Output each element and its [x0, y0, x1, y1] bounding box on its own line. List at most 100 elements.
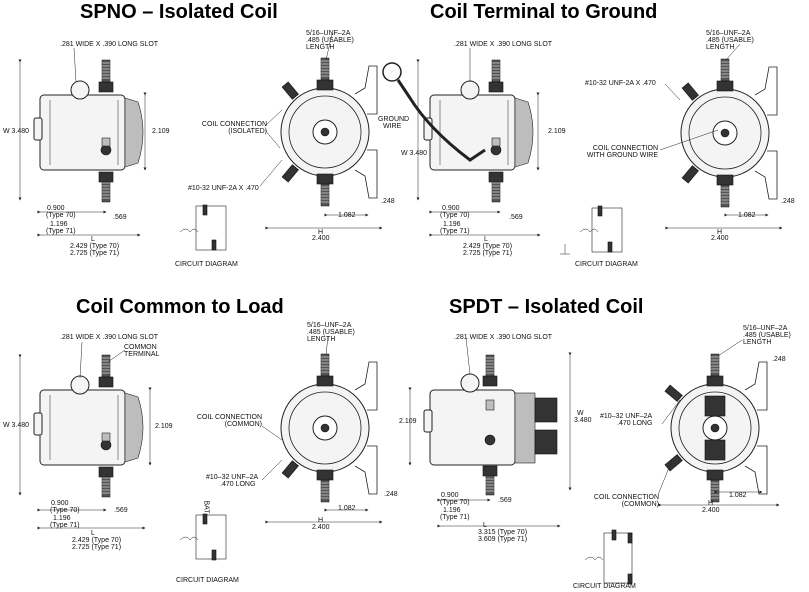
spno-side-view: [34, 60, 143, 202]
common-slot-label: .281 WIDE X .390 LONG SLOT: [60, 334, 159, 341]
spno-type71a-label: (Type 71): [46, 228, 76, 235]
common-l71-label: 2.725 (Type 71): [72, 544, 122, 551]
ground-d0900-label: 0.900: [442, 205, 460, 212]
spdt-screw2-label: .470 LONG: [617, 420, 653, 427]
ground-h2109-label: 2.109: [548, 128, 566, 135]
common-dimensions: [18, 335, 383, 561]
spdt-d1082-label: 1.082: [729, 492, 747, 499]
spno-coil2-label: (ISOLATED): [228, 128, 267, 135]
spdt-dimensions: [408, 337, 780, 585]
spdt-d569-label: .569: [498, 497, 512, 504]
common-front-view: [281, 354, 377, 502]
spdt-d0900-label: 0.900: [441, 492, 459, 499]
spdt-w3480-label: 3.480: [574, 417, 592, 424]
spno-screw-label: #10-32 UNF-2A X .470: [188, 185, 259, 192]
spdt-L-label: L: [483, 522, 487, 529]
common-thread-label: 5/16–UNF–2A: [307, 322, 352, 329]
spno-circuit-label: CIRCUIT DIAGRAM: [175, 261, 238, 268]
spdt-usable1-label: .485 (USABLE): [743, 332, 791, 339]
spdt-coil1-label: COIL CONNECTION: [593, 494, 659, 501]
ground-slot-label: .281 WIDE X .390 LONG SLOT: [454, 41, 553, 48]
spdt-d1196-label: 1.196: [443, 507, 461, 514]
ground-h2400-label: 2.400: [711, 235, 729, 242]
spdt-side-view: [423, 354, 558, 496]
spno-d1196-label: 1.196: [50, 221, 68, 228]
ground-usable1-label: .485 (USABLE): [706, 37, 754, 44]
common-L-label: L: [91, 530, 95, 537]
spno-dimensions: [18, 33, 383, 251]
spno-front-view: [281, 58, 377, 206]
spno-w-label: W 3.480: [3, 128, 30, 135]
common-side-view: [34, 355, 143, 497]
spno-h2109-label: 2.109: [152, 128, 170, 135]
spno-H-label: H: [318, 229, 324, 236]
common-bat-label: BAT: [202, 500, 210, 514]
spno-h2400-label: 2.400: [312, 235, 330, 242]
ground-circuit-label: CIRCUIT DIAGRAM: [575, 261, 638, 268]
spno-d248-label: .248: [381, 198, 395, 205]
common-type70a-label: (Type 70): [50, 507, 80, 514]
common-h2400-label: 2.400: [312, 524, 330, 531]
spdt-title: SPDT – Isolated Coil: [449, 296, 644, 318]
common-circuit-label: CIRCUIT DIAGRAM: [176, 577, 239, 584]
common-w-label: W 3.480: [3, 422, 30, 429]
common-coil2-label: (COMMON): [224, 421, 262, 428]
spdt-front-view: [664, 354, 767, 502]
common-screw2-label: .470 LONG: [220, 481, 256, 488]
ground-type71a-label: (Type 71): [440, 228, 470, 235]
ground-d569-label: .569: [509, 214, 523, 221]
spdt-thread-label: 5/16–UNF–2A: [743, 325, 788, 332]
common-type71a-label: (Type 71): [50, 522, 80, 529]
common-H-label: H: [318, 517, 324, 524]
ground-wire: [382, 62, 486, 162]
common-screw1-label: #10–32 UNF–2A: [206, 474, 259, 481]
ground-side-view: [424, 60, 533, 202]
common-d569-label: .569: [114, 507, 128, 514]
spdt-l71-label: 3.609 (Type 71): [478, 536, 528, 543]
common-ct1-label: COMMON: [124, 344, 157, 351]
common-d248-label: .248: [384, 491, 398, 498]
common-coil1-label: COIL CONNECTION: [196, 414, 262, 421]
ground-w-label: W 3.480: [401, 150, 428, 157]
ground-gw2-label: WIRE: [383, 123, 402, 130]
spdt-l70-label: 3.315 (Type 70): [478, 529, 528, 536]
spno-thread-label: 5/16–UNF–2A: [306, 30, 351, 37]
common-d1196-label: 1.196: [53, 515, 71, 522]
spno-l70-label: 2.429 (Type 70): [70, 243, 120, 250]
common-usable2-label: LENGTH: [307, 336, 336, 343]
ground-d248-label: .248: [781, 198, 795, 205]
ground-l70-label: 2.429 (Type 70): [463, 243, 513, 250]
spno-L-label: L: [91, 236, 95, 243]
spno-usable2-label: LENGTH: [306, 44, 335, 51]
spno-title: SPNO – Isolated Coil: [80, 1, 278, 23]
spdt-H-label: H: [708, 500, 714, 507]
spdt-usable2-label: LENGTH: [743, 339, 772, 346]
spdt-d248-label: .248: [772, 356, 786, 363]
spdt-circuit-label: CIRCUIT DIAGRAM: [573, 583, 636, 590]
common-title: Coil Common to Load: [76, 296, 284, 318]
ground-d1196-label: 1.196: [443, 221, 461, 228]
common-h2109-label: 2.109: [155, 423, 173, 430]
spno-l71-label: 2.725 (Type 71): [70, 250, 120, 257]
spno-d569-label: .569: [113, 214, 127, 221]
ground-H-label: H: [717, 229, 723, 236]
common-l70-label: 2.429 (Type 70): [72, 537, 122, 544]
spno-usable1-label: .485 (USABLE): [306, 37, 354, 44]
common-usable1-label: .485 (USABLE): [307, 329, 355, 336]
spdt-screw1-label: #10–32 UNF–2A: [600, 413, 653, 420]
ground-d1082-label: 1.082: [738, 212, 756, 219]
spno-type70a-label: (Type 70): [46, 212, 76, 219]
spdt-h2109-label: 2.109: [399, 418, 417, 425]
ground-coil1-label: COIL CONNECTION: [592, 145, 658, 152]
ground-front-view: [681, 59, 777, 207]
spdt-coil2-label: (COMMON): [621, 501, 659, 508]
ground-dimensions: [416, 43, 783, 255]
spdt-h2400-label: 2.400: [702, 507, 720, 514]
ground-coil2-label: WITH GROUND WIRE: [586, 152, 658, 159]
ground-title: Coil Terminal to Ground: [430, 1, 658, 23]
spno-d0900-label: 0.900: [47, 205, 65, 212]
spno-slot-label: .281 WIDE X .390 LONG SLOT: [60, 41, 159, 48]
ground-type70a-label: (Type 70): [440, 212, 470, 219]
